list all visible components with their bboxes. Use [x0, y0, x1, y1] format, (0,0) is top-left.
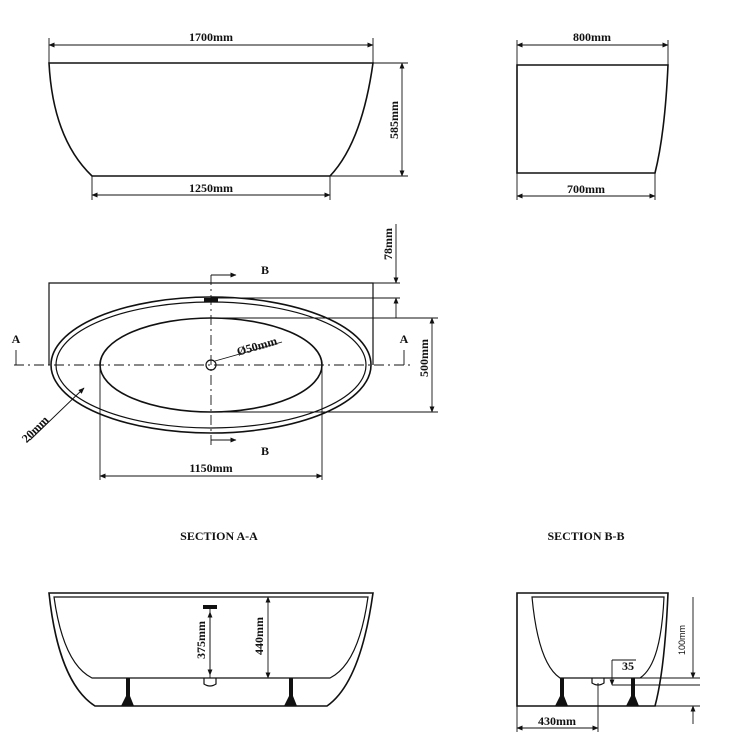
section-a-right-label: A	[400, 332, 409, 346]
waste-offset-label: 430mm	[538, 714, 576, 728]
front-elevation: 1700mm 1250mm 585mm	[48, 30, 408, 200]
section-a-drain-icon	[203, 678, 217, 687]
section-b-bottom-label: B	[261, 444, 269, 458]
front-height-label: 585mm	[387, 101, 401, 139]
inner-length-label: 1150mm	[189, 461, 232, 475]
section-b-left-foot-icon	[555, 678, 568, 706]
section-a-title: SECTION A-A	[180, 529, 258, 543]
side-bottom-width-label: 700mm	[567, 182, 605, 196]
front-top-width-label: 1700mm	[189, 30, 233, 44]
section-a-inner-basin	[53, 596, 369, 679]
inner-depth-label: 440mm	[252, 617, 266, 655]
front-tub-outline	[48, 62, 374, 177]
section-a-left-label: A	[12, 332, 21, 346]
overall-height-label: 100mm	[677, 625, 687, 655]
section-b-top-label: B	[261, 263, 269, 277]
side-tub-outline	[516, 64, 669, 174]
section-a-outer-shell	[48, 592, 374, 707]
inner-width-label: 500mm	[417, 339, 431, 377]
rim-width-label: 20mm	[19, 413, 52, 446]
plan-view: B B A A 78mm 500mm Ø50mm 20mm 1150mm	[12, 224, 438, 480]
side-top-width-label: 800mm	[573, 30, 611, 44]
section-b-outer-shell	[516, 592, 669, 707]
section-b-right-foot-icon	[626, 678, 639, 706]
feet-height-label: 35	[622, 659, 634, 673]
drain-diameter-label: Ø50mm	[235, 334, 279, 359]
section-a-left-foot-icon	[121, 678, 134, 706]
front-bottom-width-label: 1250mm	[189, 181, 233, 195]
section-b-inner-basin	[531, 596, 665, 679]
drain-height-label: 375mm	[194, 621, 208, 659]
section-a-right-foot-icon	[284, 678, 297, 706]
edge-depth-label: 78mm	[381, 228, 395, 260]
side-elevation: 800mm 700mm	[516, 30, 669, 200]
section-b-view: SECTION B-B 100mm 35 430mm	[516, 529, 700, 732]
section-b-title: SECTION B-B	[547, 529, 624, 543]
section-a-overflow-icon	[203, 605, 217, 609]
section-a-view: SECTION A-A 375mm 440mm	[48, 529, 374, 707]
